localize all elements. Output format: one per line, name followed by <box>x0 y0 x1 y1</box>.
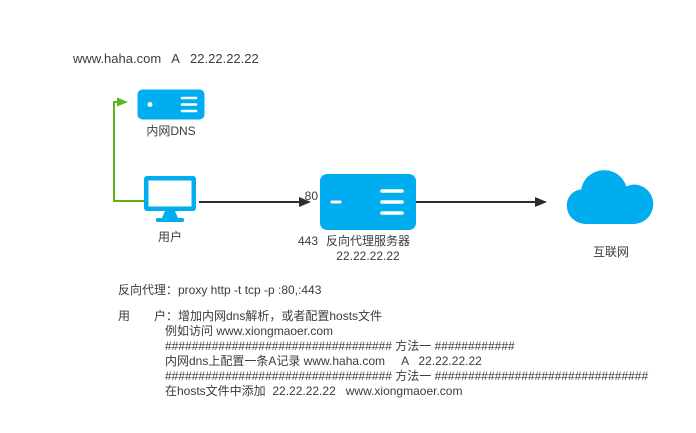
monitor-icon <box>144 176 196 222</box>
proxy-node: 反向代理服务器 22.22.22.22 <box>320 174 416 263</box>
user-node: 用户 <box>144 176 196 244</box>
server-icon <box>320 174 416 230</box>
note-example-visit: 例如访问 www.xiongmaoer.com <box>165 324 334 338</box>
note-hosts-entry: 在hosts文件中添加 22.22.22.22 www.xiongmaoer.c… <box>165 384 463 398</box>
dns-record-text: www.haha.com A 22.22.22.22 <box>73 51 259 66</box>
user-node-label: 用户 <box>157 230 182 244</box>
note-dns-a-record: 内网dns上配置一条A记录 www.haha.com A 22.22.22.22 <box>165 354 482 368</box>
proxy-port-http: 80 <box>304 189 318 203</box>
proxy-port-https: 443 <box>297 234 318 248</box>
internet-node: 互联网 <box>563 162 659 259</box>
proxy-ports: 80 443 <box>290 159 318 279</box>
note-method-two-divider: ################################## 方法一 #… <box>165 369 649 383</box>
proxy-node-ip: 22.22.22.22 <box>336 249 400 263</box>
server-icon <box>137 89 205 120</box>
note-method-one-divider: ################################## 方法一 #… <box>165 339 515 353</box>
dns-node: 内网DNS <box>137 89 205 138</box>
note-user-instruction: 用 户：增加内网dns解析，或者配置hosts文件 <box>118 309 383 323</box>
dns-node-label: 内网DNS <box>146 124 196 138</box>
internet-node-label: 互联网 <box>592 245 629 259</box>
proxy-node-label: 反向代理服务器 <box>325 234 410 248</box>
note-reverse-proxy-cmd: 反向代理：proxy http -t tcp -p :80,:443 <box>118 283 322 297</box>
cloud-icon <box>566 170 654 224</box>
